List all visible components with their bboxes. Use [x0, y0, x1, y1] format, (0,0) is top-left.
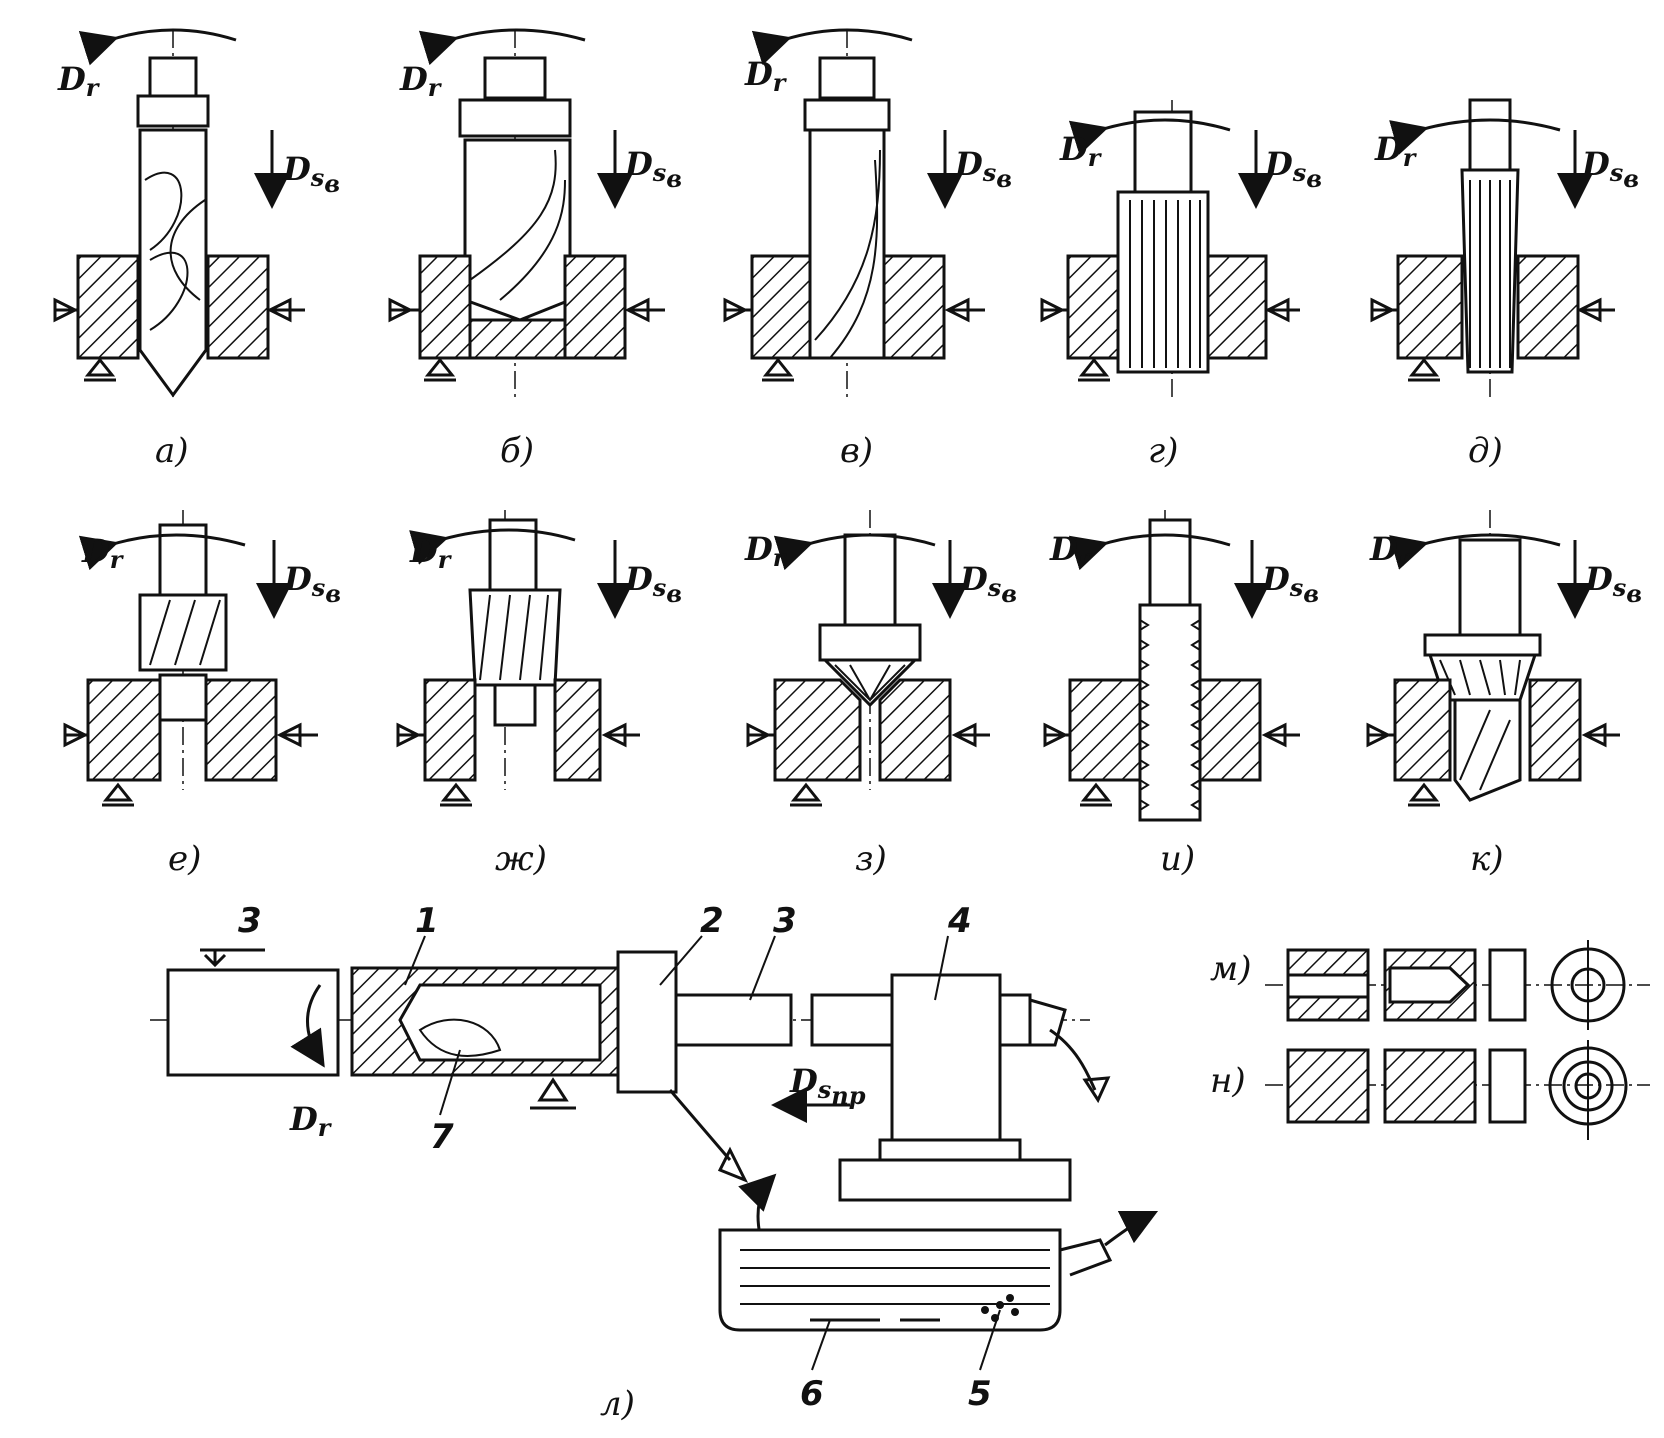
- panel-label-m: м): [1210, 949, 1251, 989]
- panel-e-finishing-reamer: [1370, 98, 1615, 400]
- svg-text:Dsпр: Dsпр: [789, 1062, 866, 1110]
- panel-c-long-drill: [723, 28, 985, 400]
- panel-i-tap: [1043, 510, 1300, 822]
- svg-text:Dsв: Dsв: [1584, 560, 1642, 608]
- panel-label-z: з): [855, 839, 887, 879]
- panel-label-i: и): [1160, 839, 1195, 879]
- svg-text:Dr: Dr: [1049, 530, 1093, 572]
- svg-text:Dsв: Dsв: [282, 150, 340, 198]
- svg-text:Dr: Dr: [399, 60, 443, 102]
- panel-l-deep-drilling: [150, 948, 1159, 1332]
- rotation-labels: Dr Dr Dr Dr Dr Dr Dr Dr Dr Dr Dr: [57, 55, 1418, 1142]
- callout-numbers: 1 2 3 4 5 6 7 3: [238, 901, 1001, 1414]
- svg-text:Dsв: Dsв: [1264, 145, 1322, 193]
- svg-text:Dr: Dr: [744, 55, 788, 97]
- svg-text:Dr: Dr: [1369, 530, 1413, 572]
- panel-a-twist-drill: [53, 28, 305, 400]
- callout-3-left: 3: [238, 901, 262, 941]
- svg-text:Dsв: Dsв: [954, 145, 1012, 193]
- panel-labels: а) б) в) г) д) е) ж) з) и) к) л) м) н): [155, 431, 1504, 1424]
- svg-text:Dr: Dr: [744, 530, 788, 572]
- callout-5: 5: [968, 1374, 992, 1414]
- rotation-symbol: D: [57, 60, 86, 98]
- panel-label-v: в): [840, 431, 873, 471]
- svg-text:Dr: Dr: [1059, 130, 1103, 172]
- svg-text:Dr: Dr: [1374, 130, 1418, 172]
- svg-text:Dsв: Dsв: [283, 560, 341, 608]
- svg-text:Dr: Dr: [409, 532, 453, 574]
- panel-label-a: а): [155, 431, 189, 471]
- panel-label-zh: ж): [495, 839, 547, 879]
- panel-label-b: б): [500, 431, 534, 471]
- svg-text:Dr: Dr: [81, 532, 125, 574]
- panel-d-reamer: [1040, 100, 1300, 400]
- svg-text:Dsв: Dsв: [624, 560, 682, 608]
- callout-2: 2: [700, 901, 724, 941]
- callout-1: 1: [415, 901, 439, 941]
- callout-7: 7: [430, 1117, 454, 1157]
- panel-label-k: к): [1470, 839, 1504, 879]
- panel-label-e: е): [168, 839, 201, 879]
- svg-text:Dsв: Dsв: [1261, 560, 1319, 608]
- svg-text:Dr: Dr: [57, 60, 101, 102]
- panel-label-d: д): [1468, 431, 1503, 471]
- svg-text:Dsв: Dsв: [624, 145, 682, 193]
- panel-label-l: л): [600, 1384, 635, 1424]
- panel-k-combined-tool: [1366, 510, 1620, 807]
- panel-zh-spot-facer: [396, 510, 640, 807]
- feed-labels: Dsв Dsв Dsв Dsв Dsв Dsв Dsв Dsв Dsв Dsв …: [282, 145, 1642, 1110]
- callout-3: 3: [773, 901, 797, 941]
- svg-text:Dsв: Dsв: [1581, 145, 1639, 193]
- panel-z-countersink: [746, 510, 990, 807]
- panel-b-core-drill: [388, 28, 665, 400]
- svg-text:Dr: Dr: [289, 1100, 333, 1142]
- callout-4: 4: [947, 901, 972, 941]
- panel-e-counterbore: [63, 510, 318, 807]
- panel-label-n: н): [1210, 1061, 1246, 1101]
- sections-m-n: [1265, 940, 1650, 1140]
- svg-text:Dsв: Dsв: [959, 560, 1017, 608]
- panel-label-g: г): [1148, 431, 1178, 471]
- callout-6: 6: [800, 1374, 824, 1414]
